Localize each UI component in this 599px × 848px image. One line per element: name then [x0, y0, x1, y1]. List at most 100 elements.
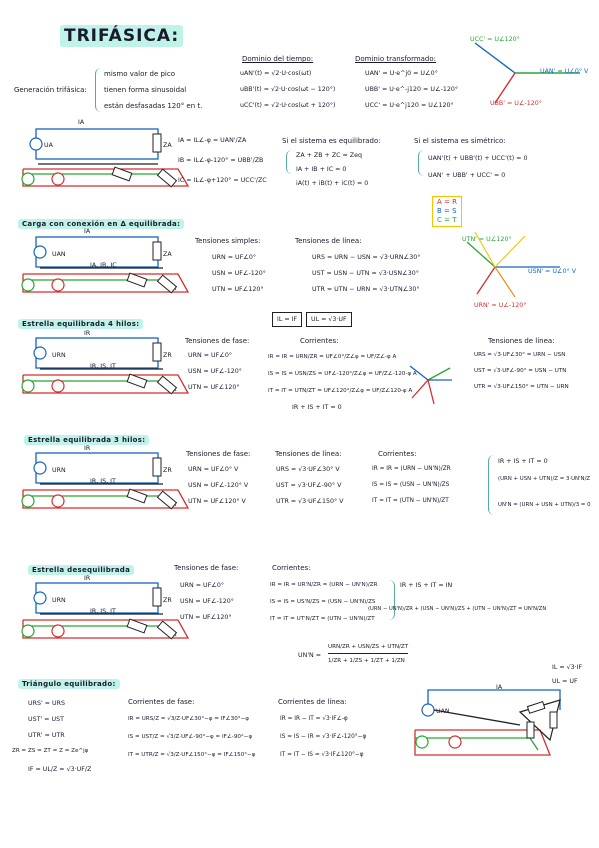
phase-voltages-header: Tensiones de fase:: [186, 450, 251, 458]
circuit-delta: [21, 236, 190, 294]
line-current-eq: IT = IT − IS = √3·IF∠120°−φ: [280, 752, 364, 758]
section-header-star3: Estrella equilibrada 3 hilos:: [24, 435, 150, 445]
balanced-brace: [286, 150, 293, 174]
phasor-label: USN' = U∠0° V: [528, 268, 577, 275]
symmetric-eq: UAN'(t) + UBB'(t) + UCC'(t) = 0: [428, 155, 528, 162]
phase-voltage-eq: UTN = UF∠120°: [188, 384, 240, 391]
line-voltages-header: Tensiones de línea:: [275, 450, 342, 458]
currents-header: Corrientes:: [378, 450, 417, 458]
long-eq: (URN − UN'N)/ZR + (USN − UN'N)/ZS + (UTN…: [368, 606, 547, 612]
phasor-eq: UBB' = U·e^-j120 = U∠-120°: [365, 86, 459, 93]
phase-voltages-header: Tensiones de fase:: [174, 564, 239, 572]
triangle-left-eq: UST' = UST: [28, 716, 64, 723]
circuit-label: ZR: [163, 597, 172, 604]
balanced-eq: ZA + ZB + ZC = Zeq: [296, 152, 362, 159]
line-current-eq: IS = IS − IR = √3·IF∠-120°−φ: [280, 734, 367, 740]
un-denominator: 1/ZR + 1/ZS + 1/ZT + 1/ZN: [328, 658, 405, 664]
current-eq: IR + IS + IT = 0: [292, 404, 342, 411]
result-eq: UN'N = (URN + USN + UTN)/3 = 0: [498, 502, 591, 508]
circuit-star4: [21, 337, 190, 395]
section-header-star-unbalanced: Estrella desequilibrada: [28, 565, 135, 575]
balanced-eq: IA + IB + IC = 0: [296, 166, 347, 173]
line-voltage-eq: UST = USN − UTN = √3·USN∠30°: [312, 270, 419, 277]
circuit-label: ZR: [163, 467, 172, 474]
time-eq: uAN'(t) = √2·U·cos(ωt): [240, 70, 312, 77]
phasor-diagram-delta: [466, 231, 560, 298]
balanced-header: Si el sistema es equilibrado:: [282, 137, 381, 145]
circuit-label: IR, IS, IT: [90, 363, 116, 370]
phasor-eq: UCC' = U·e^j120 = U∠120°: [365, 102, 454, 109]
triangle-left-eq: URS' = URS: [28, 700, 65, 707]
time-eq: uBB'(t) = √2·U·cos(ωt − 120°): [240, 86, 336, 93]
circuit-label: IA, IB, IC: [90, 262, 117, 269]
triangle-left-eq: UTR' = UTR: [28, 732, 65, 739]
phase-voltage-eq: USN = UF∠-120°: [188, 368, 242, 375]
circuit-label: UA: [44, 142, 53, 149]
phase-voltage-eq: UTN = UF∠120° V: [188, 498, 246, 505]
line-voltage-eq: UTR = UTN − URN = √3·UTN∠30°: [312, 286, 420, 293]
current-eq: IS = IS = US'N/ZS = (USN − UN'N)/ZS: [270, 599, 376, 605]
generation-item: están desfasadas 120° en t.: [104, 102, 203, 110]
line-voltage-eq: URS = URN − USN = √3·URN∠30°: [312, 254, 421, 261]
phase-voltage-eq: URN = UF∠0°: [180, 582, 225, 589]
simple-voltages-header: Tensiones simples:: [195, 237, 261, 245]
balanced-eq: iA(t) + iB(t) + iC(t) = 0: [296, 180, 369, 187]
symmetric-brace: [418, 150, 425, 176]
circuit-star3: [21, 452, 190, 510]
circuit-label: IR: [84, 330, 91, 337]
triangle-left-eq: IF = UL/Z = √3·UF/Z: [28, 766, 92, 773]
phasor-label: UTN' = U∠120°: [462, 236, 512, 243]
phase-current-eq: IT = UTR/Z = √3/Z·UF∠150°−φ = IF∠150°−φ: [128, 752, 256, 758]
circuit-label: URN: [52, 352, 66, 359]
current-eq: IS = IS = USN/ZS = UF∠-120°/Z∠φ = UF/Z∠-…: [268, 371, 417, 377]
result-eq: IR + IS + IT = 0: [498, 458, 548, 465]
phasor-eq: UAN' = U·e^j0 = U∠0°: [365, 70, 438, 77]
un-label: UN'N =: [298, 652, 322, 659]
circuit-label: UAN: [52, 251, 66, 258]
phasor-label: UBB' = U∠-120°: [490, 100, 542, 107]
section-header-triangle: Triángulo equilibrado:: [18, 679, 120, 689]
line-voltage-eq: UTR = √3·UF∠150° V: [276, 498, 344, 505]
circuit-label: ZR: [163, 352, 172, 359]
current-eq: IR = IR = URN/ZR = UF∠0°/Z∠φ = UF/Z∠-φ A: [268, 354, 397, 360]
circuit-label: UAN: [436, 708, 450, 715]
current-eq: IB = IL∠-φ-120° = UBB'/ZB: [178, 157, 264, 164]
relation-box: IL = IF: [272, 312, 303, 327]
circuit-label: URN: [52, 467, 66, 474]
current-eq: IS = IS = (USN − UN'N)/ZS: [372, 482, 450, 488]
un-numerator: URN/ZR + USN/ZS + UTN/ZT: [328, 642, 409, 654]
current-eq: IA = IL∠-φ = UAN'/ZA: [178, 137, 247, 144]
current-eq: IR = IR = UR'N/ZR = (URN − UN'N)/ZR: [270, 582, 378, 588]
phase-mapping: A = R B = S C = T: [432, 196, 462, 227]
line-current-eq: IR = IR − IT = √3·IF∠-φ: [280, 716, 348, 722]
relation-box: UL = √3·UF: [306, 312, 352, 327]
line-voltage-eq: URS = √3·UF∠30° = URN − USN: [474, 352, 566, 358]
currents-header: Corrientes:: [300, 337, 339, 345]
current-eq: IR = IR = (URN − UN'N)/ZR: [372, 466, 451, 472]
circuit-label: ZA: [163, 142, 172, 149]
page-title: TRIFÁSICA:: [60, 25, 184, 47]
triangle-relation: UL = UF: [552, 678, 578, 685]
phase-current-eq: IS = UST/Z = √3/Z·UF∠-90°−φ = IF∠-90°−φ: [128, 734, 253, 740]
circuit-label: IR, IS, IT: [90, 478, 116, 485]
current-eq: IT = IT = UT'N/ZT = (UTN − UN'N)/ZT: [270, 616, 375, 622]
section-header-star4: Estrella equilibrada 4 hilos:: [18, 319, 144, 329]
circuit-label: ZA: [163, 251, 172, 258]
generation-label: Generación trifásica:: [14, 86, 87, 94]
line-voltage-eq: UTR = √3·UF∠150° = UTN − URN: [474, 384, 569, 390]
line-voltage-eq: UST = √3·UF∠-90° V: [276, 482, 342, 489]
circuit-triangle: [414, 689, 561, 756]
triangle-relation: IL = √3·IF: [552, 664, 583, 671]
current-eq: IC = IL∠-φ+120° = UCC'/ZC: [178, 177, 267, 184]
phase-voltage-eq: UTN = UF∠120°: [180, 614, 232, 621]
generation-brace: [95, 68, 102, 112]
circuit-label: IA: [78, 119, 85, 126]
transformed-domain-header: Dominio transformado:: [355, 55, 437, 63]
time-eq: uCC'(t) = √2·U·cos(ωt + 120°): [240, 102, 336, 109]
phase-voltages-header: Tensiones de fase:: [185, 337, 250, 345]
circuit-label: IA: [84, 228, 91, 235]
result-brace: [488, 455, 495, 515]
line-voltages-header: Tensiones de línea:: [488, 337, 555, 345]
phase-voltage-eq: URN = UF∠0°: [188, 352, 233, 359]
line-voltage-eq: URS = √3·UF∠30° V: [276, 466, 340, 473]
